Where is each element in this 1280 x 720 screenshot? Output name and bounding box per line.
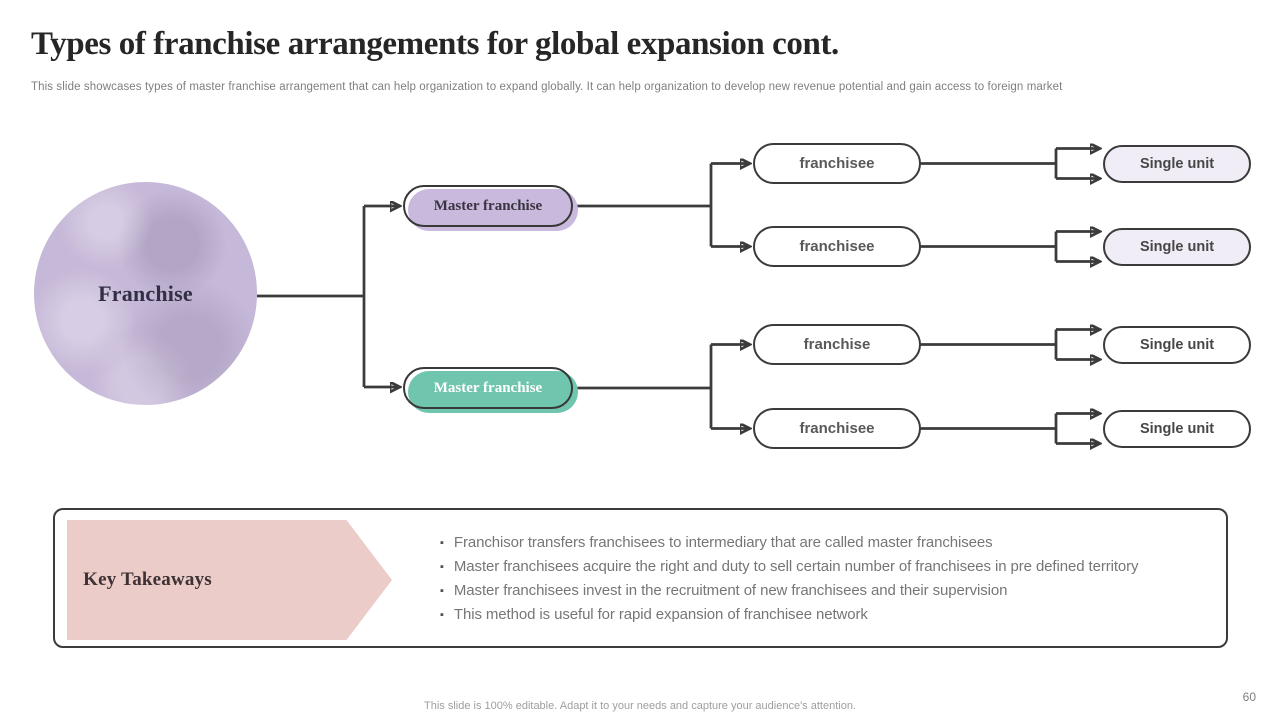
master-franchise-node-1: Master franchise <box>403 185 578 231</box>
franchisee-node-1: franchisee <box>753 143 921 184</box>
master-franchise-outline-2: Master franchise <box>403 367 573 409</box>
key-takeaways-heading: Key Takeaways <box>83 569 212 590</box>
single-unit-node-2: Single unit <box>1103 228 1251 266</box>
bullet-text: Master franchisees invest in the recruit… <box>453 582 1008 599</box>
key-takeaways-panel: Key Takeaways <box>53 508 1228 648</box>
bullet-item: ▪ Master franchisees acquire the right a… <box>440 555 1220 579</box>
bullet-item: ▪ Master franchisees invest in the recru… <box>440 579 1220 603</box>
master-franchise-outline-1: Master franchise <box>403 185 573 227</box>
bullet-text: Master franchisees acquire the right and… <box>453 558 1139 575</box>
bullet-item: ▪ This method is useful for rapid expans… <box>440 603 1220 627</box>
single-unit-node-4: Single unit <box>1103 410 1251 448</box>
square-bullet-icon: ▪ <box>440 561 444 573</box>
single-unit-node-1: Single unit <box>1103 145 1251 183</box>
master-franchise-fill-1 <box>408 189 578 231</box>
franchisee-node-3: franchise <box>753 324 921 365</box>
key-takeaways-arrow-shape: Key Takeaways <box>67 520 392 640</box>
square-bullet-icon: ▪ <box>440 585 444 597</box>
footer-note: This slide is 100% editable. Adapt it to… <box>424 700 856 712</box>
single-unit-node-3: Single unit <box>1103 326 1251 364</box>
square-bullet-icon: ▪ <box>440 609 444 621</box>
master-franchise-label-1: Master franchise <box>433 197 543 214</box>
square-bullet-icon: ▪ <box>440 537 444 549</box>
bullet-text: This method is useful for rapid expansio… <box>453 606 868 623</box>
key-takeaways-bullet-list: ▪ Franchisor transfers franchisees to in… <box>440 531 1220 627</box>
bullet-text: Franchisor transfers franchisees to inte… <box>453 534 993 551</box>
page-subtitle: This slide showcases types of master fra… <box>31 81 1063 93</box>
master-franchise-label-2: Master franchise <box>433 379 543 396</box>
franchisee-node-2: franchisee <box>753 226 921 267</box>
master-franchise-node-2: Master franchise <box>403 367 578 413</box>
franchise-root-node: Franchise <box>34 182 257 405</box>
franchisee-node-4: franchisee <box>753 408 921 449</box>
page-number: 60 <box>1242 690 1256 704</box>
master-franchise-fill-2 <box>408 371 578 413</box>
franchise-root-label: Franchise <box>98 280 193 306</box>
bullet-item: ▪ Franchisor transfers franchisees to in… <box>440 531 1220 555</box>
page-title: Types of franchise arrangements for glob… <box>31 26 839 62</box>
